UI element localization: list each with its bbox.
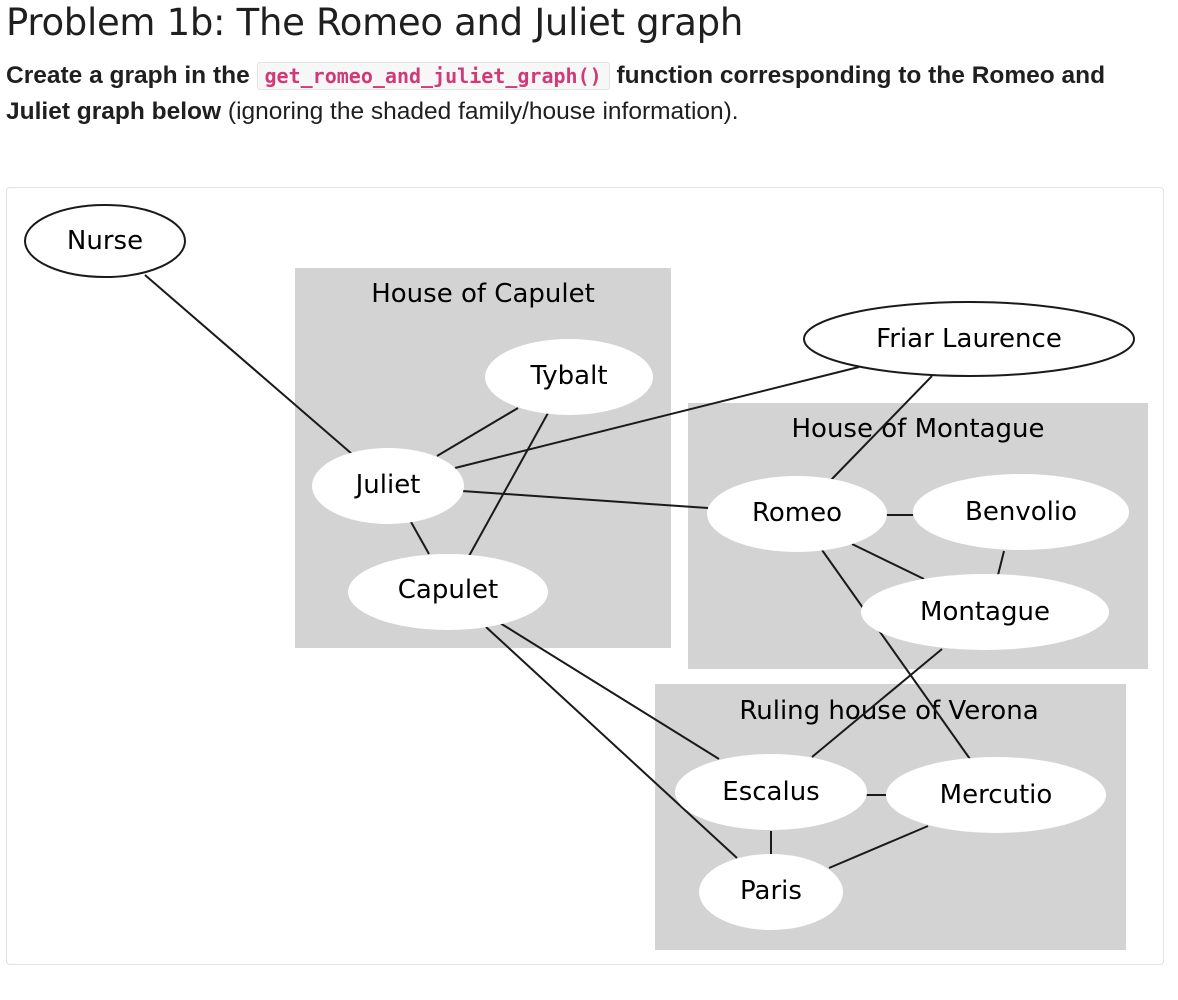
page-title: Problem 1b: The Romeo and Juliet graph [6, 1, 743, 44]
node-montague-label: Montague [920, 597, 1050, 627]
node-montague: Montague [861, 574, 1109, 650]
node-juliet: Juliet [312, 448, 464, 524]
cluster-label-capulet: House of Capulet [371, 279, 595, 309]
node-capulet-label: Capulet [398, 575, 498, 605]
edge-mercutio-paris [828, 825, 929, 869]
problem-instructions: Create a graph in the get_romeo_and_juli… [6, 58, 1166, 130]
edge-benvolio-montague [997, 550, 1005, 576]
node-nurse: Nurse [24, 204, 186, 278]
node-nurse-label: Nurse [67, 226, 143, 256]
node-paris-label: Paris [740, 876, 802, 906]
edge-romeo-mercutio [821, 549, 971, 760]
edge-juliet-capulet [410, 521, 430, 555]
edge-montague-escalus [811, 648, 943, 758]
node-mercutio: Mercutio [886, 757, 1106, 833]
instruction-rest: (ignoring the shaded family/house inform… [227, 98, 739, 125]
node-escalus-label: Escalus [722, 777, 819, 807]
node-mercutio-label: Mercutio [940, 780, 1053, 810]
edge-juliet-friar-laurence [454, 366, 860, 469]
node-friar-laurence: Friar Laurence [803, 301, 1135, 377]
edge-tybalt-capulet [468, 412, 549, 557]
cluster-label-montague: House of Montague [792, 414, 1045, 444]
node-nurse-ellipse [24, 204, 186, 278]
node-benvolio-label: Benvolio [965, 497, 1077, 527]
edge-juliet-tybalt [436, 407, 519, 457]
node-paris: Paris [699, 854, 843, 930]
node-escalus: Escalus [675, 754, 867, 830]
node-mercutio-ellipse [886, 757, 1106, 833]
edge-capulet-paris [485, 626, 738, 859]
graph-figure-frame [6, 187, 1164, 965]
edge-romeo-montague [851, 543, 925, 580]
node-benvolio: Benvolio [913, 474, 1129, 550]
edge-capulet-escalus [499, 622, 720, 760]
cluster-label-verona: Ruling house of Verona [739, 696, 1038, 726]
node-juliet-ellipse [312, 448, 464, 524]
node-juliet-label: Juliet [354, 470, 421, 500]
node-romeo-label: Romeo [752, 498, 842, 528]
node-friar-laurence-label: Friar Laurence [876, 324, 1062, 354]
node-tybalt-ellipse [485, 339, 653, 415]
node-escalus-ellipse [675, 754, 867, 830]
instruction-bold-end: function corresponding to the Romeo and … [6, 62, 1106, 125]
node-romeo-ellipse [707, 476, 887, 552]
edge-nurse-juliet [144, 274, 353, 455]
node-capulet: Capulet [348, 554, 548, 630]
node-tybalt: Tybalt [485, 339, 653, 415]
node-paris-ellipse [699, 854, 843, 930]
instruction-bold-start: Create a graph in the [6, 62, 250, 89]
node-friar-laurence-ellipse [803, 301, 1135, 377]
edge-friar-laurence-romeo [830, 375, 933, 481]
function-name-code: get_romeo_and_juliet_graph() [256, 62, 610, 90]
node-montague-ellipse [861, 574, 1109, 650]
node-tybalt-label: Tybalt [529, 361, 607, 391]
node-romeo: Romeo [707, 476, 887, 552]
node-benvolio-ellipse [913, 474, 1129, 550]
node-capulet-ellipse [348, 554, 548, 630]
